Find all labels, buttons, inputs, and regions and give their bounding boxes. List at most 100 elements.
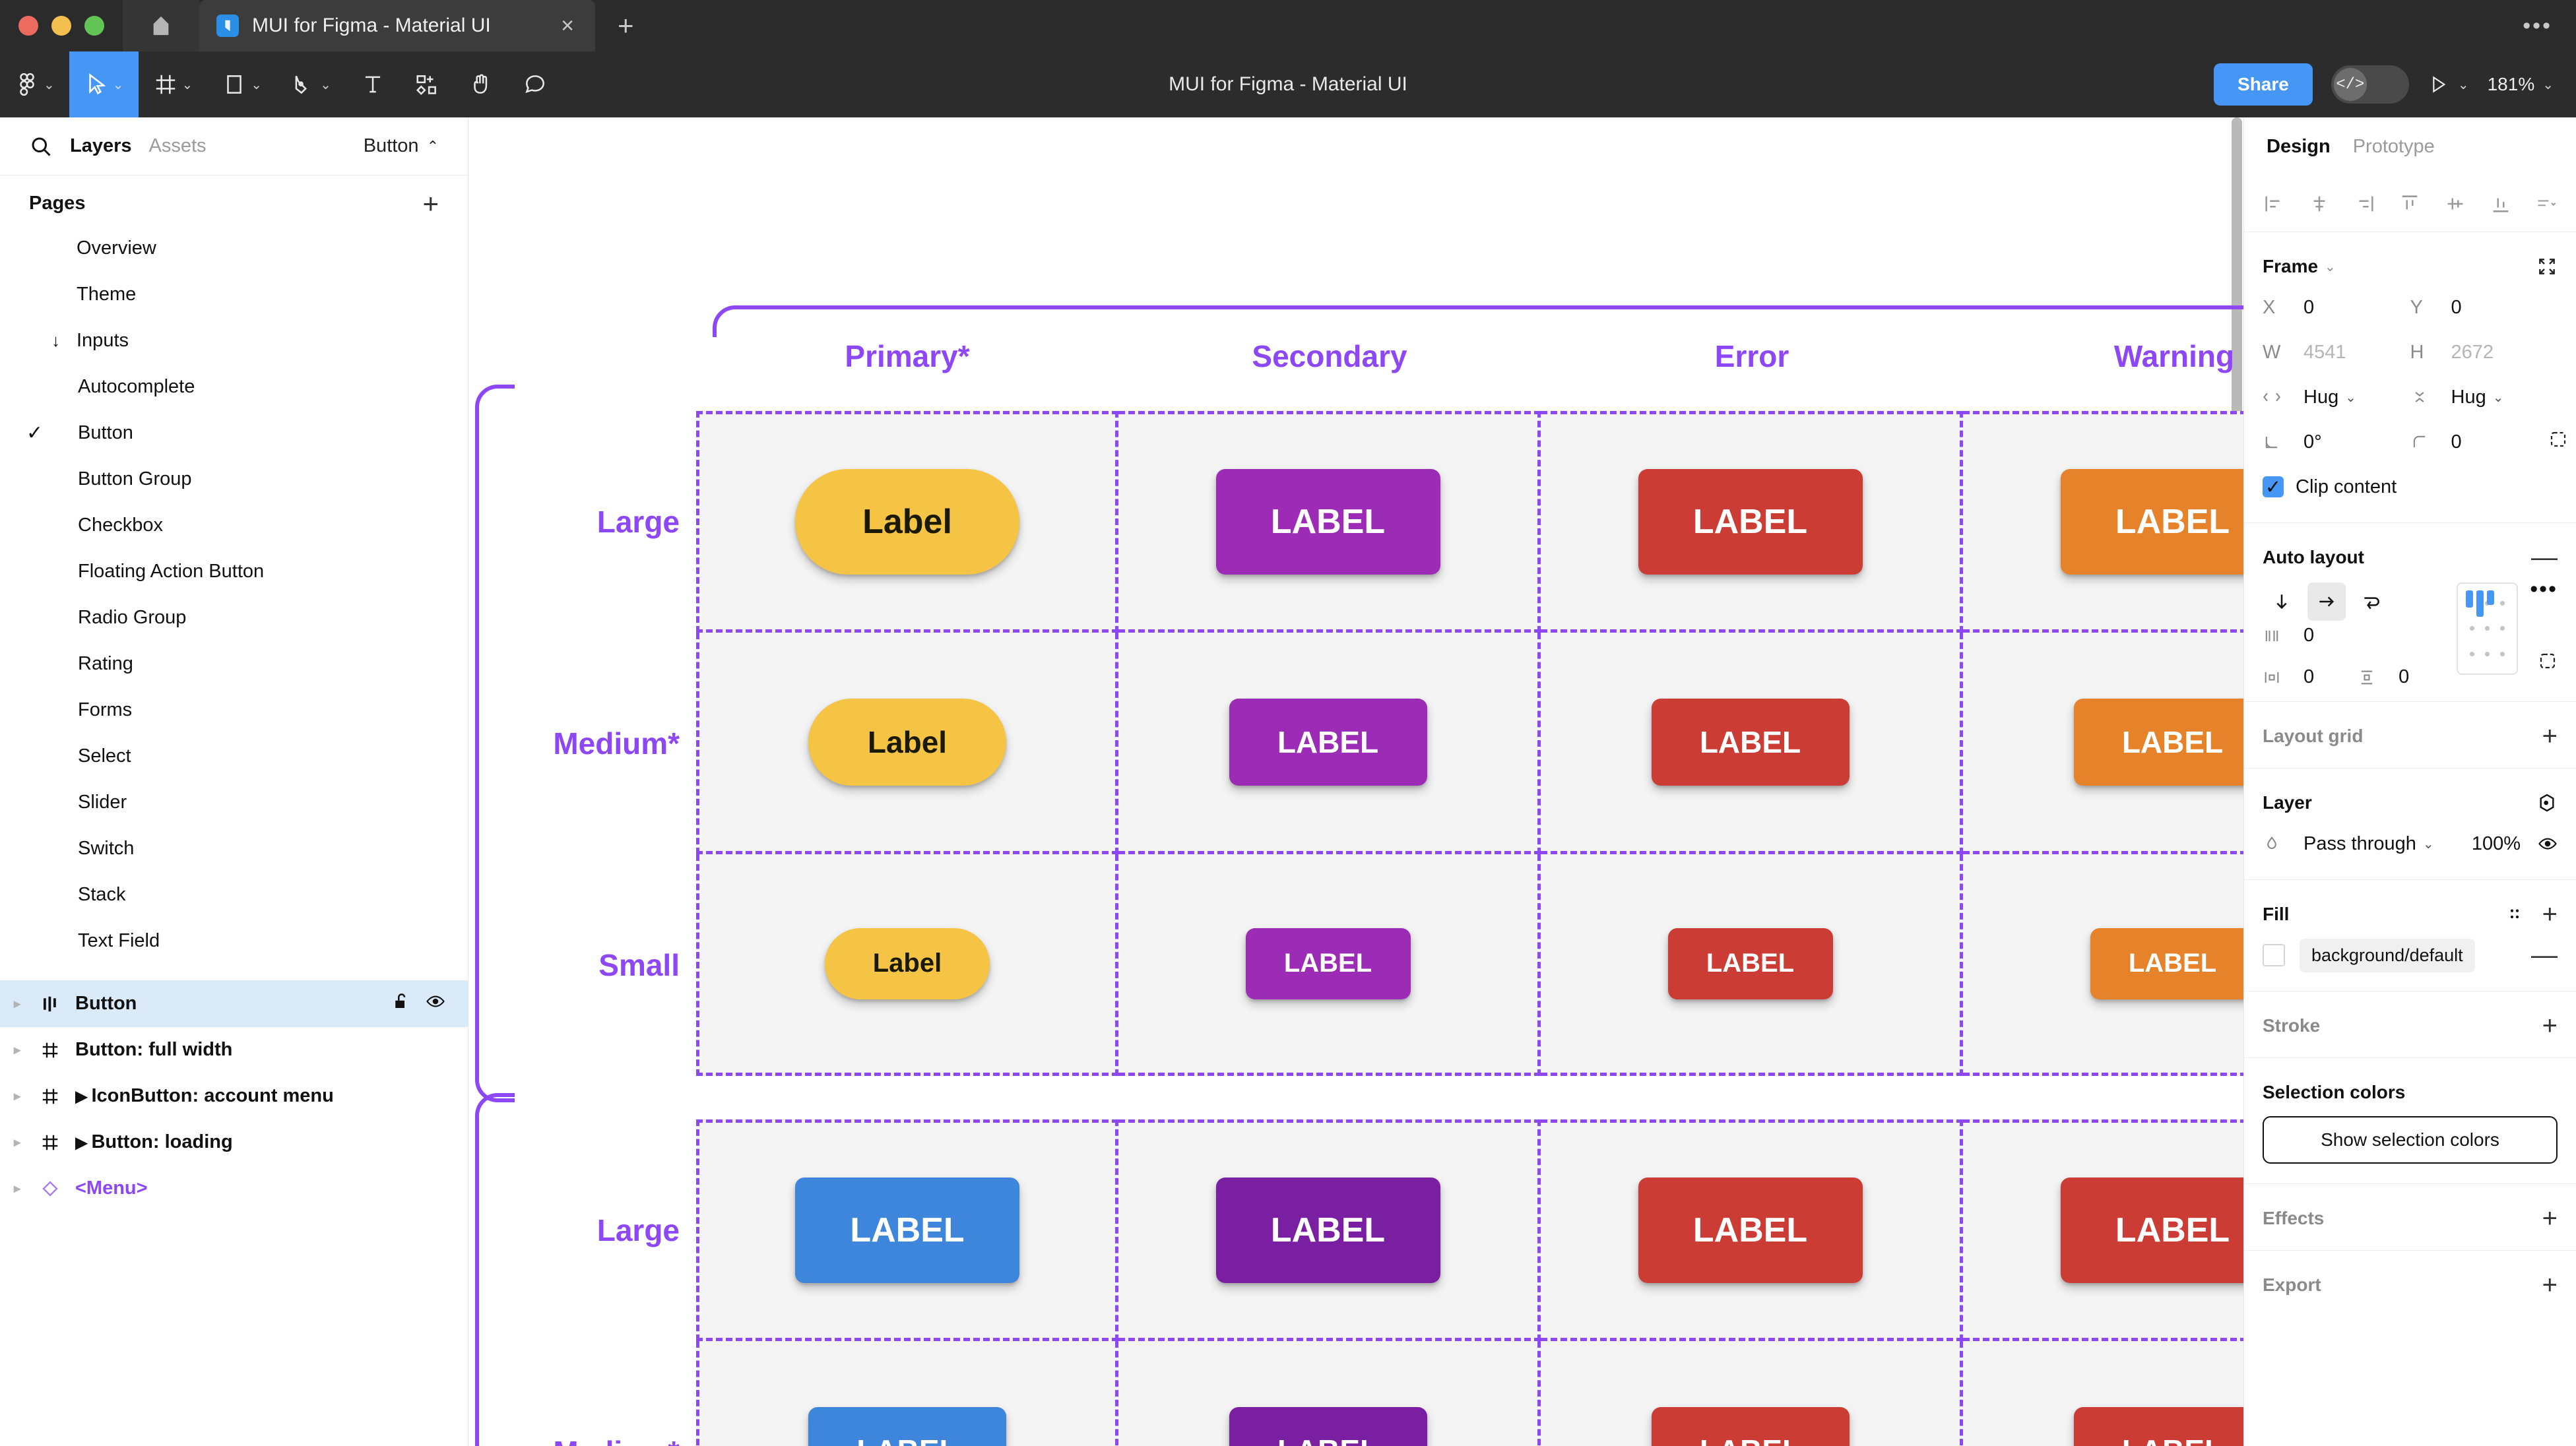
align-dot[interactable] xyxy=(2470,652,2475,657)
fill-color-swatch[interactable] xyxy=(2263,944,2285,966)
align-top-icon[interactable] xyxy=(2399,193,2421,215)
layer-mask-icon[interactable] xyxy=(2536,792,2558,813)
sidebar-page-item[interactable]: Forms xyxy=(0,687,468,734)
mui-button[interactable]: LABEL xyxy=(2073,698,2243,786)
mui-button[interactable]: LABEL xyxy=(1215,469,1440,575)
shape-tool-button[interactable]: ⌄ xyxy=(207,51,276,117)
browser-tab-active[interactable]: MUI for Figma - Material UI × xyxy=(199,0,595,51)
direction-wrap-button[interactable] xyxy=(2352,582,2391,621)
clip-content-checkbox[interactable]: ✓ xyxy=(2263,476,2284,498)
align-dot[interactable] xyxy=(2485,626,2490,631)
grid-cell[interactable]: LABEL xyxy=(696,1341,1118,1446)
sidebar-page-item[interactable]: ↓Inputs xyxy=(0,318,468,364)
sidebar-page-item[interactable]: Select xyxy=(0,734,468,780)
grid-cell[interactable]: Label xyxy=(696,854,1118,1076)
sidebar-page-item[interactable]: Switch xyxy=(0,826,468,872)
layer-row[interactable]: ▸▶Button: loading xyxy=(0,1119,468,1166)
auto-layout-padding-v-field[interactable]: 0 xyxy=(2358,666,2409,688)
layer-row[interactable]: ▸Button: full width xyxy=(0,1027,468,1073)
zoom-control[interactable]: 181% ⌄ xyxy=(2488,74,2554,95)
grid-cell[interactable]: LABEL xyxy=(1963,854,2243,1076)
mui-button[interactable]: LABEL xyxy=(2073,1406,2243,1446)
maximize-window-button[interactable] xyxy=(84,16,104,36)
mui-button[interactable]: LABEL xyxy=(2090,927,2243,999)
frame-rotation-field[interactable]: 0° xyxy=(2263,431,2410,453)
remove-fill-button[interactable]: — xyxy=(2531,941,2558,970)
frame-hug-width-field[interactable]: Hug ⌄ xyxy=(2263,387,2410,408)
clip-content-row[interactable]: ✓ Clip content xyxy=(2263,464,2558,509)
grid-cell[interactable]: LABEL xyxy=(1118,411,1541,633)
frame-tool-button[interactable]: ⌄ xyxy=(139,51,208,117)
distribute-more-icon[interactable] xyxy=(2535,193,2558,215)
resources-tool-button[interactable] xyxy=(400,51,454,117)
align-dot[interactable] xyxy=(2500,626,2505,631)
sidebar-page-item[interactable]: Stack xyxy=(0,872,468,918)
page-selector[interactable]: Button ⌃ xyxy=(364,135,439,157)
mui-button[interactable]: LABEL xyxy=(1651,698,1850,786)
mui-button[interactable]: LABEL xyxy=(1229,1406,1427,1446)
frame-hug-height-dropdown[interactable]: Hug ⌄ xyxy=(2451,387,2504,408)
blend-mode-field[interactable]: Pass through ⌄ xyxy=(2263,833,2445,855)
expand-arrow-icon[interactable]: ▸ xyxy=(13,1135,21,1150)
sidebar-page-item[interactable]: Overview xyxy=(0,226,468,272)
home-tab-button[interactable] xyxy=(123,0,199,51)
layer-row[interactable]: ▸Button xyxy=(0,980,468,1027)
grid-cell[interactable]: LABEL xyxy=(1963,1119,2243,1341)
frame-hug-height-field[interactable]: Hug ⌄ xyxy=(2410,387,2558,408)
align-dot[interactable] xyxy=(2470,626,2475,631)
unlock-icon[interactable] xyxy=(391,991,411,1017)
mui-button[interactable]: Label xyxy=(795,469,1019,575)
fill-style-name[interactable]: background/default xyxy=(2300,938,2475,972)
search-icon[interactable] xyxy=(29,135,53,158)
grid-cell[interactable]: LABEL xyxy=(1118,1341,1541,1446)
mui-button[interactable]: LABEL xyxy=(1651,1406,1850,1446)
frame-h-field[interactable]: H 2672 xyxy=(2410,342,2558,363)
present-button[interactable]: ⌄ xyxy=(2428,74,2469,95)
grid-cell[interactable]: LABEL xyxy=(1541,854,1963,1076)
frame-hug-width-dropdown[interactable]: Hug ⌄ xyxy=(2303,387,2356,408)
layer-row[interactable]: ▸▶IconButton: account menu xyxy=(0,1073,468,1119)
grid-cell[interactable]: LABEL xyxy=(1541,633,1963,854)
mui-button[interactable]: LABEL xyxy=(1638,1178,1863,1283)
mui-button[interactable]: LABEL xyxy=(1229,698,1427,786)
add-layout-grid-button[interactable]: + xyxy=(2542,722,2558,751)
remove-auto-layout-button[interactable]: — xyxy=(2531,543,2558,572)
browser-menu-icon[interactable]: ••• xyxy=(2523,13,2552,38)
grid-cell[interactable]: LABEL xyxy=(1118,1119,1541,1341)
expand-arrow-icon[interactable]: ▸ xyxy=(13,1043,21,1058)
frame-x-field[interactable]: X 0 xyxy=(2263,297,2410,319)
auto-layout-padding-h-field[interactable]: 0 xyxy=(2263,666,2314,688)
canvas[interactable]: Contained Primary*SecondaryErrorWarningL… xyxy=(468,117,2243,1446)
tab-prototype[interactable]: Prototype xyxy=(2352,135,2435,157)
sidebar-page-item[interactable]: Autocomplete xyxy=(0,364,468,410)
align-left-icon[interactable] xyxy=(2263,193,2285,215)
grid-cell[interactable]: LABEL xyxy=(1963,411,2243,633)
align-dot[interactable] xyxy=(2500,652,2505,657)
direction-vertical-button[interactable] xyxy=(2263,582,2301,621)
move-tool-button[interactable]: ⌄ xyxy=(69,51,139,117)
auto-layout-more-button[interactable]: ••• xyxy=(2530,577,2558,602)
align-vertical-center-icon[interactable] xyxy=(2444,193,2466,215)
grid-cell[interactable]: LABEL xyxy=(1963,633,2243,854)
grid-cell[interactable]: LABEL xyxy=(1118,633,1541,854)
mui-button[interactable]: LABEL xyxy=(1638,469,1863,575)
layer-row[interactable]: ▸<Menu> xyxy=(0,1166,468,1212)
close-window-button[interactable] xyxy=(18,16,38,36)
frame-y-field[interactable]: Y 0 xyxy=(2410,297,2558,319)
grid-cell[interactable]: LABEL xyxy=(1541,1119,1963,1341)
sidebar-page-item[interactable]: ✓Button xyxy=(0,410,468,456)
mui-button[interactable]: LABEL xyxy=(808,1406,1006,1446)
grid-cell[interactable]: LABEL xyxy=(696,1119,1118,1341)
figma-menu-button[interactable]: ⌄ xyxy=(0,51,69,117)
tab-assets[interactable]: Assets xyxy=(148,135,207,156)
sidebar-page-item[interactable]: Text Field xyxy=(0,918,468,964)
minimize-window-button[interactable] xyxy=(51,16,71,36)
add-stroke-button[interactable]: + xyxy=(2542,1011,2558,1040)
mui-button[interactable]: LABEL xyxy=(1215,1178,1440,1283)
mui-button[interactable]: LABEL xyxy=(2060,469,2243,575)
align-horizontal-center-icon[interactable] xyxy=(2308,193,2331,215)
grid-cell[interactable]: LABEL xyxy=(1118,854,1541,1076)
grid-cell[interactable]: LABEL xyxy=(1963,1341,2243,1446)
add-effect-button[interactable]: + xyxy=(2542,1204,2558,1233)
hand-tool-button[interactable] xyxy=(454,51,508,117)
